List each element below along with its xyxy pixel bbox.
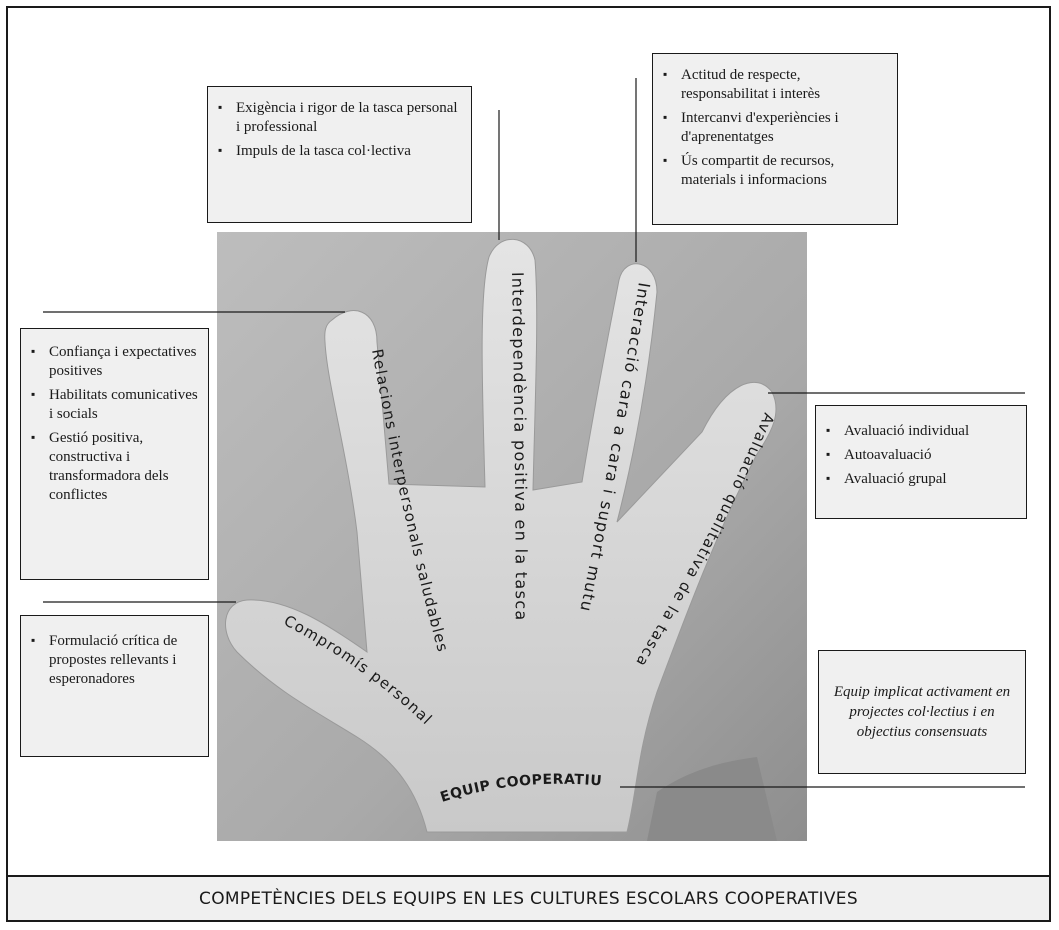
box-right-middle: Avaluació individual Autoavaluació Avalu… [815,405,1027,519]
list-item: Confiança i expectatives positives [31,342,198,381]
list-item: Avaluació grupal [826,469,1016,489]
list-item: Ús compartit de recursos, materials i in… [663,151,887,190]
list-item: Habilitats comunicatives i socials [31,385,198,424]
list-item: Avaluació individual [826,421,1016,441]
list-item: Intercanvi d'experiències i d'aprenentat… [663,108,887,147]
box-right-lower: Equip implicat activament en projectes c… [818,650,1026,774]
box-left-upper: Confiança i expectatives positives Habil… [20,328,209,580]
list-item: Actitud de respecte, responsabilitat i i… [663,65,887,104]
list-item: Formulació crítica de propostes rellevan… [31,631,198,689]
middle-finger-label: Interdependència positiva en la tasca [508,272,531,622]
hand-photo: Compromís personal Relacions interperson… [217,232,807,841]
list-item: Impuls de la tasca col·lectiva [218,141,461,161]
box-left-lower: Formulació crítica de propostes rellevan… [20,615,209,757]
box-top-center: Exigència i rigor de la tasca personal i… [207,86,472,223]
list-item: Exigència i rigor de la tasca personal i… [218,98,461,137]
list-item: Gestió positiva, constructiva i transfor… [31,428,198,505]
box-top-right: Actitud de respecte, responsabilitat i i… [652,53,898,225]
list-item: Autoavaluació [826,445,1016,465]
figure-caption: COMPETÈNCIES DELS EQUIPS EN LES CULTURES… [6,875,1051,922]
caption-text: COMPETÈNCIES DELS EQUIPS EN LES CULTURES… [199,888,858,909]
